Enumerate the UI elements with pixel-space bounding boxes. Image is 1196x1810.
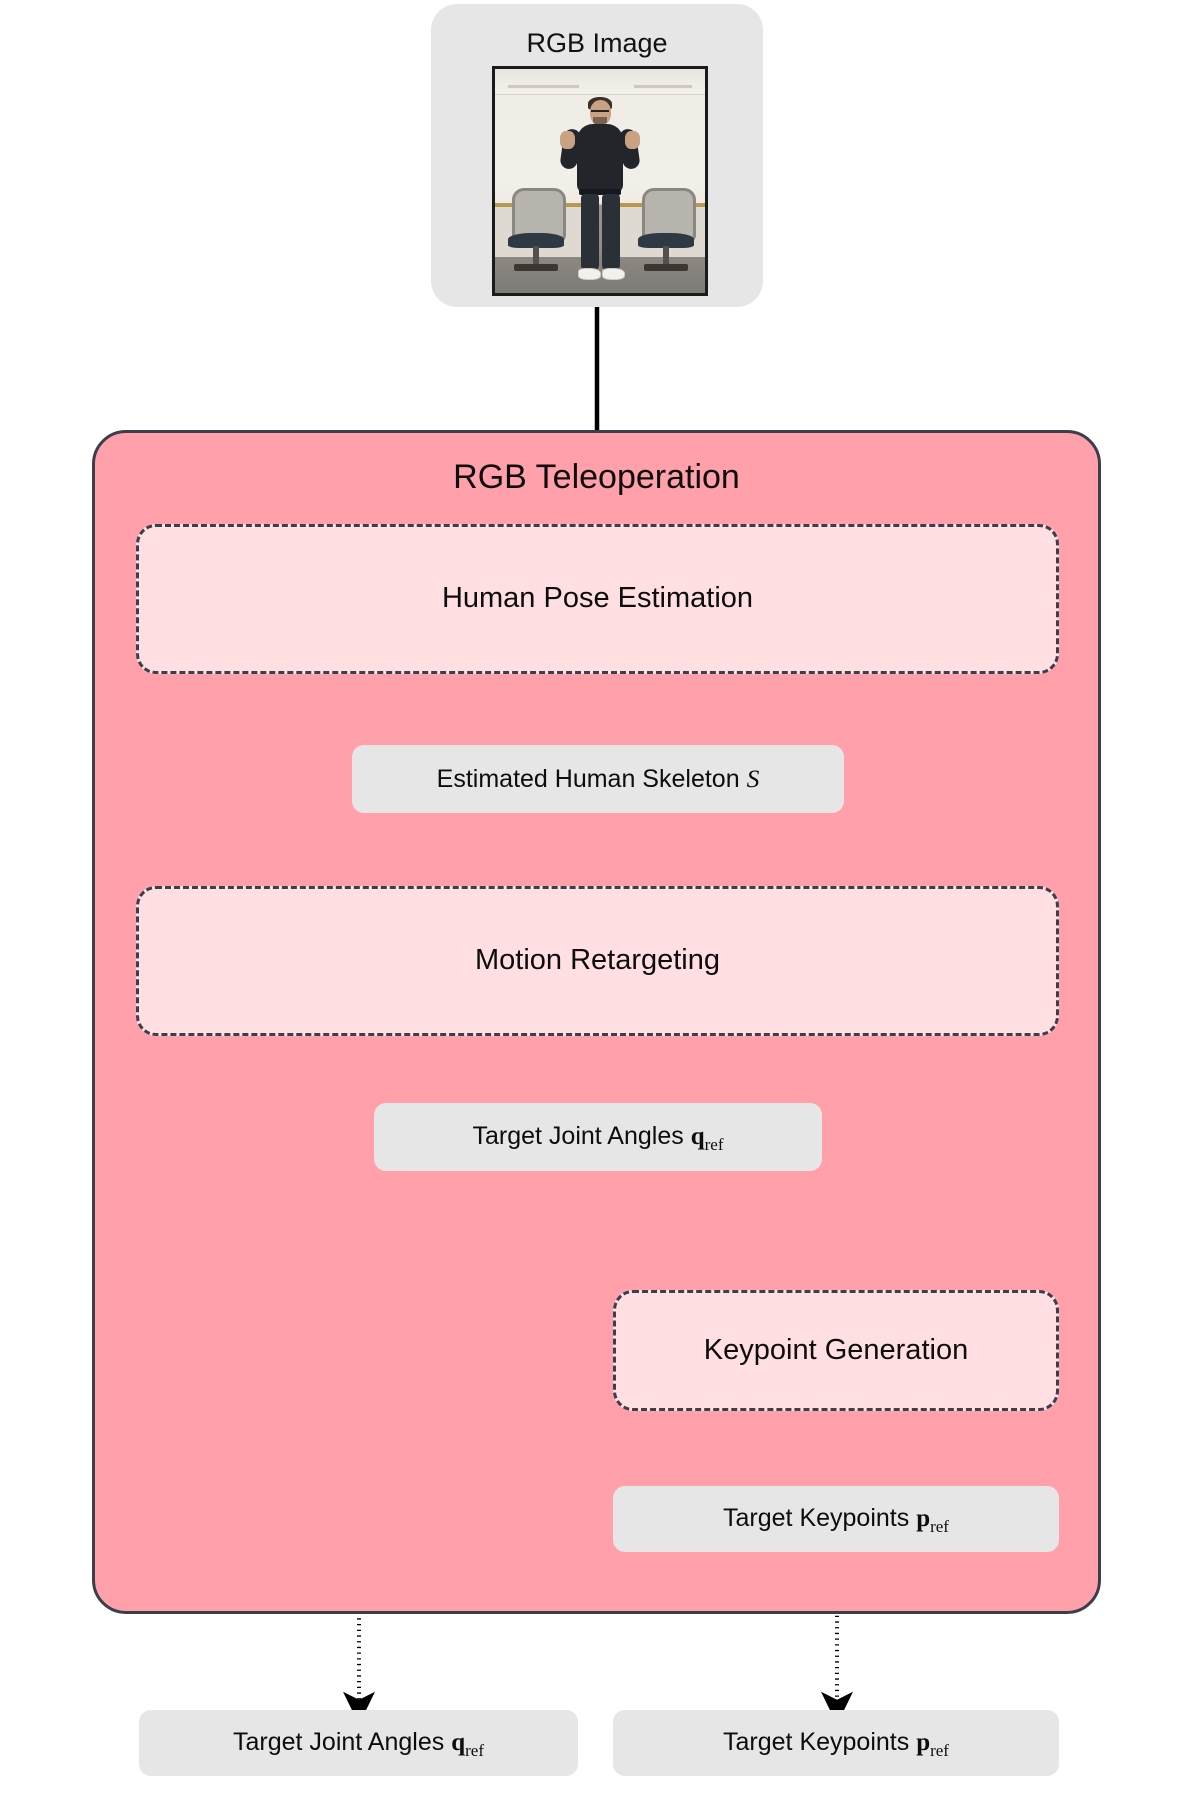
rgb-image-label: RGB Image	[526, 28, 668, 58]
keypoints-symbol: p	[916, 1505, 931, 1533]
photo-chair-left-post	[532, 245, 540, 267]
stage-human-pose-estimation[interactable]: Human Pose Estimation	[136, 524, 1059, 674]
photo-person-beard	[592, 117, 608, 125]
keypoints-subscript: ref	[930, 1517, 949, 1537]
rgb-image-card: RGB Image	[431, 4, 763, 307]
rgb-teleoperation-title: RGB Teleoperation	[453, 458, 740, 496]
stage-keypoint-generation-label: Keypoint Generation	[703, 1333, 969, 1366]
data-target-keypoints[interactable]: Target Keypoints pref	[613, 1486, 1059, 1552]
photo-person-torso	[576, 123, 624, 194]
stage-keypoint-generation[interactable]: Keypoint Generation	[613, 1290, 1059, 1411]
photo-person-leg-left	[581, 194, 599, 271]
photo-ceiling-strip	[507, 84, 579, 88]
joint-angles-subscript: ref	[704, 1135, 724, 1155]
stage-motion-retargeting-label: Motion Retargeting	[474, 944, 721, 977]
photo-chair-right-base	[644, 263, 689, 271]
photo-person-glasses	[590, 110, 610, 113]
output-target-keypoints[interactable]: Target Keypoints pref	[613, 1710, 1059, 1776]
photo-chair-left-seat	[507, 232, 565, 249]
output-target-joint-angles[interactable]: Target Joint Angles qref	[139, 1710, 578, 1776]
photo-chair-right-seat	[637, 232, 695, 249]
photo-person-belt	[579, 188, 621, 195]
data-target-joint-angles[interactable]: Target Joint Angles qref	[374, 1103, 822, 1171]
photo-person-shoe-right	[602, 268, 626, 281]
stage-motion-retargeting[interactable]: Motion Retargeting	[136, 886, 1059, 1036]
photo-person-shoe-left	[577, 268, 601, 281]
photo-person-hand-right	[625, 130, 640, 149]
photo-ceiling-strip	[633, 84, 693, 88]
data-target-keypoints-label: Target Keypoints pref	[723, 1504, 949, 1537]
photo-chair-left-base	[513, 263, 558, 271]
photo-person-leg-right	[602, 194, 620, 271]
data-estimated-human-skeleton-label: Estimated Human Skeleton S	[436, 764, 760, 794]
data-target-joint-angles-label: Target Joint Angles qref	[472, 1122, 724, 1155]
output-target-keypoints-label: Target Keypoints pref	[723, 1728, 949, 1761]
stage-human-pose-estimation-label: Human Pose Estimation	[441, 582, 754, 615]
output-joint-angles-symbol: q	[451, 1729, 466, 1757]
output-keypoints-subscript: ref	[930, 1741, 949, 1761]
data-estimated-human-skeleton[interactable]: Estimated Human Skeleton S	[352, 745, 844, 813]
photo-ceiling	[495, 69, 705, 95]
output-keypoints-symbol: p	[916, 1729, 931, 1757]
skeleton-symbol: S	[746, 764, 760, 794]
rgb-image-thumbnail	[492, 66, 708, 296]
joint-angles-symbol: q	[690, 1123, 705, 1151]
photo-person-hand-left	[560, 130, 575, 149]
photo-scene	[495, 69, 705, 293]
photo-chair-right-post	[663, 245, 670, 267]
output-joint-angles-subscript: ref	[465, 1741, 484, 1761]
output-target-joint-angles-label: Target Joint Angles qref	[233, 1728, 484, 1761]
